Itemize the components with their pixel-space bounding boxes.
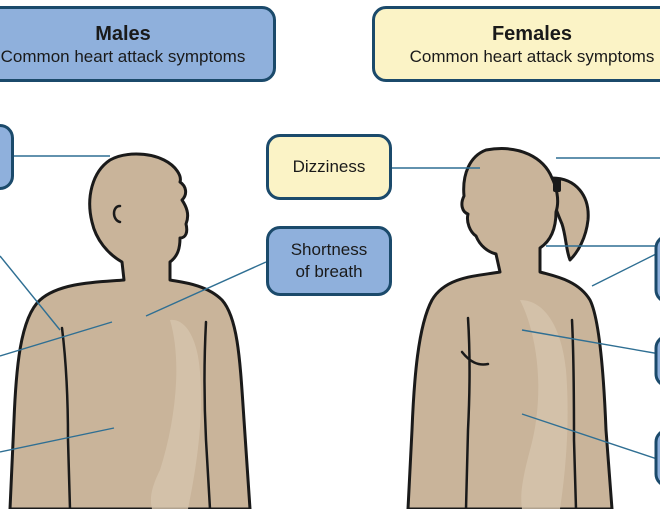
female-hair-tie [553,178,561,192]
female-symptom-box-3 [654,431,660,485]
right-edge-boxes [654,237,660,485]
leader-line-female-abdomen-right [521,413,660,461]
leader-line-female-chest-right [521,329,660,355]
male-body-silhouette [8,152,252,509]
dizziness-box: Dizziness [266,134,392,200]
female-left-arm-seam [464,316,471,509]
female-symptom-box-1 [654,237,660,301]
leader-line-male-abdomen-left [0,427,115,453]
leader-lines [0,155,660,461]
male-symptom-box-head [0,124,14,190]
male-figure [8,152,252,509]
shortness-of-breath-line2: of breath [295,262,363,281]
female-chest-contour [460,350,490,366]
female-header-box: Females Common heart attack symptoms [372,6,660,82]
leader-line-male-chest-left [0,321,113,357]
leader-line-shortness-of-breath [145,261,267,317]
male-header-title: Males [95,22,151,45]
female-figure [406,147,614,509]
shortness-of-breath-line1: Shortness [290,240,368,259]
male-body-highlight [150,319,202,509]
shortness-of-breath-box: Shortness of breath [266,226,392,296]
male-header-subtitle: Common heart attack symptoms [0,46,246,66]
male-ear [112,204,122,224]
dizziness-label: Dizziness [292,157,366,176]
male-header-box: Males Common heart attack symptoms [0,6,276,82]
leader-line-female-shoulder-right [591,251,660,287]
female-right-arm-seam [570,318,578,509]
female-header-subtitle: Common heart attack symptoms [409,46,655,66]
female-symptom-box-2 [654,337,660,385]
male-right-arm-seam [203,320,212,509]
leader-line-male-upper-left [0,255,61,331]
female-header-title: Females [491,22,573,45]
male-left-arm-seam [60,326,72,509]
female-body-highlight [520,300,568,509]
